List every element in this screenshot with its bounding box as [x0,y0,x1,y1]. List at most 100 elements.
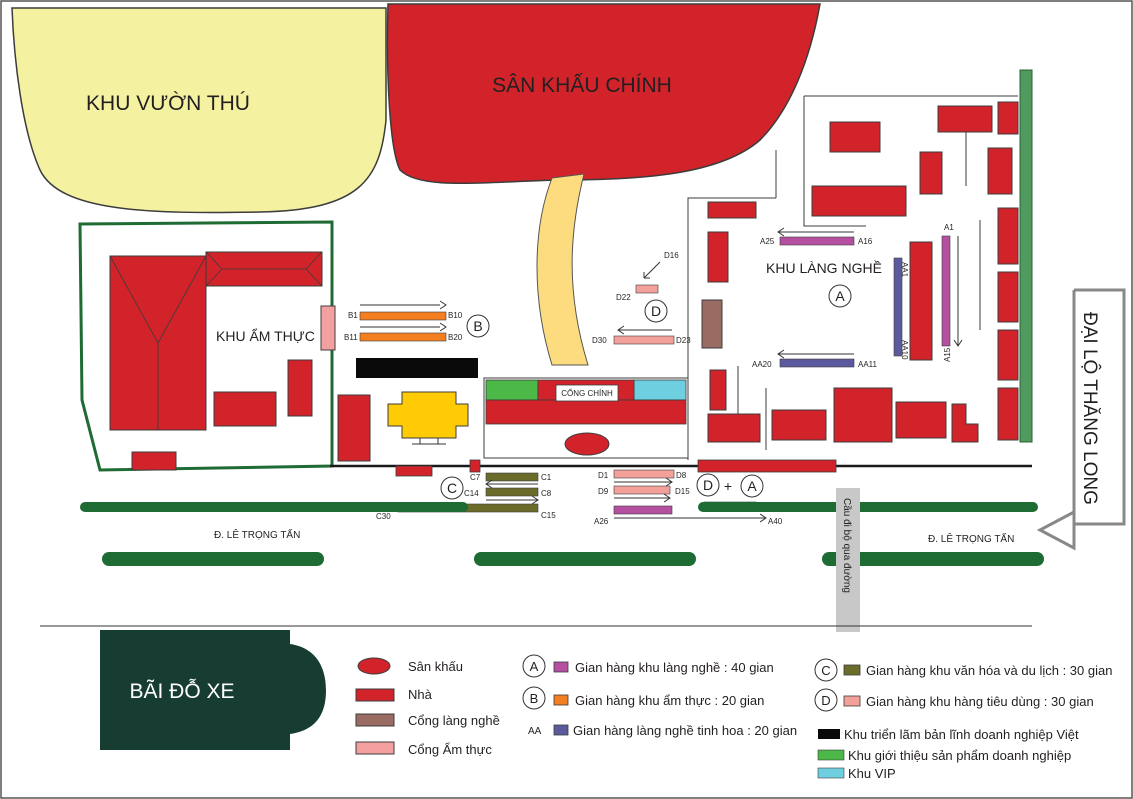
craft-building-6 [811,185,907,217]
legend-stage-swatch [357,657,391,675]
road-strip-lower-mid [474,552,696,566]
thang-long-label: ĐẠI LỘ THĂNG LONG [1079,312,1101,505]
road-label-right: Đ. LÊ TRỌNG TẤN [928,532,1014,545]
legend-food-gate-swatch [355,741,395,755]
craft-building-1 [829,121,881,153]
label-d23: D23 [676,336,691,345]
thang-long-arrow [1036,288,1126,551]
label-d1: D1 [598,471,609,480]
booth-row-b11-b20 [359,332,447,342]
marker-b: B [473,318,482,334]
craft-building-11 [997,329,1019,381]
thang-long-green-strip [1019,69,1033,443]
food-building-top-roof [205,251,323,287]
label-b11: B11 [344,333,358,342]
legend-b-circle [522,686,546,710]
booth-a16-a25 [779,236,855,246]
label-a1: A1 [944,223,954,232]
gold-building [387,391,469,439]
craft-building-4 [919,151,943,195]
label-c1: C1 [541,473,552,482]
main-gate-label-box [555,384,619,402]
legend-cyan-swatch [817,767,845,779]
legend-a-circle [522,654,546,678]
craft-building-9 [997,207,1019,265]
legend-d-circle [814,688,838,712]
footbridge [836,488,860,632]
craft-building-7 [707,201,757,219]
booth-d9-d15 [613,485,671,495]
arrow-b-bottom-head [439,322,447,332]
label-aa1: AA1 [900,262,909,278]
food-building-small-2 [213,391,277,427]
legend-aa-swatch [553,724,569,736]
arrow-a26-head [759,513,767,523]
booth-a26-a40-left [613,505,673,515]
vip-cyan-area [633,379,687,401]
legend-black-text: Khu triển lãm bản lĩnh doanh nghiệp Việt [844,727,1079,742]
parking-label: BÃI ĐỖ XE [129,679,234,703]
craft-village-walls [687,95,1018,460]
craft-building-14 [709,369,727,411]
food-gate [320,305,336,351]
legend-d-key: D [821,693,830,708]
food-zone-label: KHU ẨM THỰC [216,327,315,344]
road-strip-upper-right [698,502,1038,512]
marker-d-circle [644,299,668,323]
arrow-d30-head [617,325,625,335]
legend-black-swatch [818,729,840,739]
building-on-road-1 [395,465,433,477]
legend-c-circle [814,658,838,682]
craft-wall-1 [687,197,776,460]
label-c15: C15 [541,511,556,520]
craft-building-15 [707,413,761,443]
marker-d-bottom-circle [696,473,720,497]
legend-house: Nhà [408,687,433,702]
arrow-a25-head [777,227,785,237]
label-c8: C8 [541,489,552,498]
label-a26: A26 [594,517,609,526]
food-booths-b: B1 B10 B11 B20 B [344,300,490,342]
craft-building-18 [895,401,947,439]
label-aa11: AA11 [858,360,878,369]
booth-row-b1-b10 [359,311,447,321]
marker-a-bottom-circle [740,474,764,498]
marker-b-circle [466,314,490,338]
marker-a-bottom: A [747,478,757,494]
arrow-d16 [643,261,661,279]
craft-building-10 [997,271,1019,323]
booth-d16-d22 [635,284,659,294]
marker-c: C [447,480,457,496]
label-a15: A15 [943,347,952,362]
craft-village-label: KHU LÀNG NGHỀ [766,260,882,276]
road-label-left: Đ. LÊ TRỌNG TẤN [214,528,300,541]
booth-aa11-aa20 [779,358,855,368]
marker-d: D [651,303,661,319]
legend-b-text: Gian hàng khu ẩm thực : 20 gian [575,693,764,708]
legend-house-swatch [355,688,395,702]
craft-building-8 [707,231,729,283]
legend-c-key: C [821,663,830,678]
legend-craft-gate: Cổng làng nghề [408,713,500,728]
label-c7: C7 [470,473,481,482]
road-strip-lower-left [102,552,324,566]
craft-village-buildings [707,101,1019,443]
building-on-road-3 [697,459,837,473]
craft-booths-a: A25 A16 A1 A15 AA1 AA10 AA20 AA11 [752,223,963,369]
legend-d-swatch [843,695,861,707]
booth-c8-c14 [485,487,539,497]
label-c30: C30 [376,512,391,521]
main-gate-label: CỔNG CHÍNH [561,389,613,398]
craft-building-17 [833,387,893,443]
parking-area [100,630,326,750]
label-a25: A25 [760,237,775,246]
label-b1: B1 [348,311,358,320]
product-green-area [485,379,539,401]
building-left-of-gate [337,394,371,462]
legend-cyan-text: Khu VIP [848,766,896,781]
craft-building-3 [997,101,1019,135]
road-strip-lower-right [822,552,1044,566]
label-aa20: AA20 [752,360,772,369]
label-b20: B20 [448,333,463,342]
booth-a1-a15 [941,235,951,347]
